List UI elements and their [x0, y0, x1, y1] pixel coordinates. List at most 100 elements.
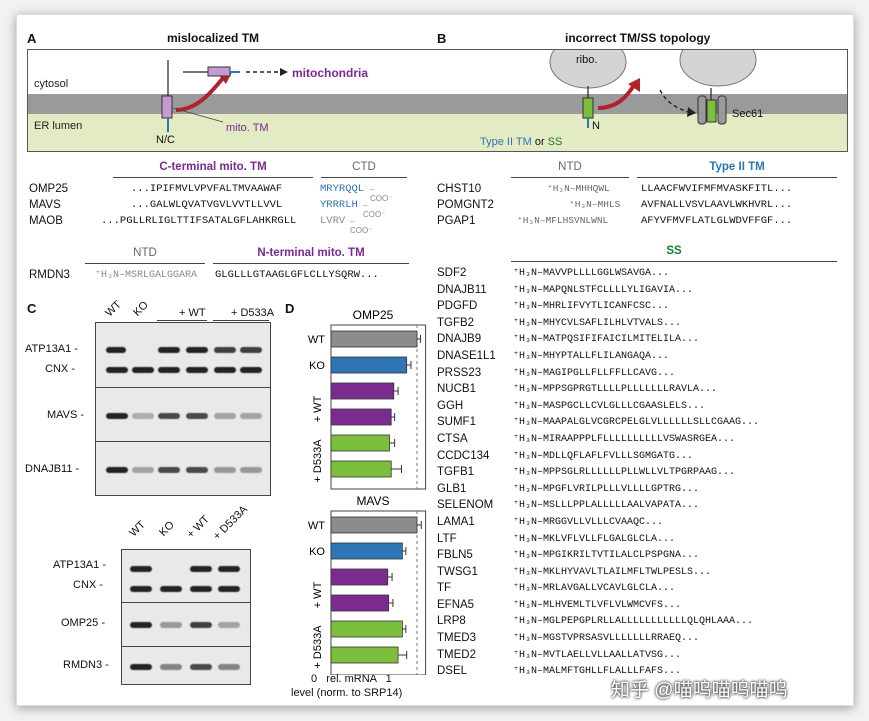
ss-row: GGH ⁺H₃N–MASPGCLLCVLGLLLCGAASLELS... [437, 400, 847, 417]
blot-label-atp13a1-b: ATP13A1 - [53, 559, 106, 571]
bar [330, 646, 399, 664]
er-lumen-label: ER lumen [34, 120, 83, 132]
er-membrane [28, 94, 847, 114]
gene-name: MAOB [29, 215, 63, 227]
ss-row: SELENOM⁺H₃N–MSLLLPPLALLLLLAALVAPATA... [437, 499, 847, 516]
seq-row-rmdn3: RMDN3 ⁺H₃N–MSRLGALGGARA GLGLLLGTAAGLGFLC… [29, 269, 429, 285]
sec61-label: Sec61 [732, 108, 764, 120]
sequence: ...PGLLRLIGLTTIFSATALGFLAHKRGLL [101, 215, 297, 227]
gene-name: DNASE1L1 [437, 349, 496, 362]
gene-name: CHST10 [437, 183, 482, 195]
ss-row: CTSA⁺H₃N–MIRAAPPPLFLLLLLLLLLLVSWASRGEA..… [437, 433, 847, 450]
sequence: ⁺H₃N–MATPQSIFIFAICILMITELILA... [513, 334, 700, 346]
ss-header: SS [666, 245, 682, 257]
x-axis-label-1: 0 rel. mRNA 1 [311, 673, 392, 685]
ss-row: TGFB2⁺H₃N–MHYCVLSAFLILHLVTVALS... [437, 317, 847, 334]
ctd-rule [321, 177, 407, 178]
nterm-seq: ⁺H₃N–MHLS [569, 199, 621, 210]
bar [330, 594, 390, 612]
bar [330, 434, 390, 452]
gene-name: TGFB1 [437, 466, 475, 479]
sequence: ⁺H₃N–MKLVFLVLLFLGALGLCLA... [513, 533, 676, 545]
cterm-rule [113, 177, 313, 178]
nc-label: N/C [156, 134, 175, 146]
bar [330, 568, 389, 586]
gene-name: PDGFD [437, 300, 478, 313]
lane-label: + D533A [211, 503, 251, 543]
lane-bracket [157, 320, 207, 321]
coo-label: –COO⁻ [350, 217, 373, 235]
blot-label-omp25: OMP25 - [61, 617, 106, 629]
mitochondria-label: mitochondria [292, 66, 369, 80]
seq-row: PGAP1 ⁺H₃N–MFLHSVNLWNL AFYVFMVFLATLGLWDV… [437, 215, 847, 231]
lane-label: KO [131, 299, 151, 319]
schematic-box: cytosol ER lumen [27, 49, 848, 152]
typeii-label: Type II TM [480, 136, 532, 148]
bar [330, 542, 403, 560]
ntd-header-a: NTD [133, 247, 157, 259]
sequence: ⁺H₃N–MSLLLPPLALLLLLAALVAPATA... [513, 500, 700, 512]
panel-a-letter: A [27, 31, 37, 46]
ss-rows: SDF2⁺H₃N–MAVVPLLLLGGLWSAVGA...DNAJB11⁺H₃… [437, 267, 847, 682]
gene-name: DSEL [437, 665, 468, 678]
sequence: ⁺H₃N–MRGGVLLVLLLCVAAQC... [513, 516, 664, 528]
coo-label: –COO⁻ [363, 201, 386, 219]
ss-row: TWSG1⁺H₃N–MKLHYVAVLTLAILMFLTWLPESLS... [437, 566, 847, 583]
gene-name: DNAJB11 [437, 283, 487, 296]
category-label: WT [308, 520, 325, 532]
ss-row: LTF ⁺H₃N–MKLVFLVLLFLGALGLCLA... [437, 533, 847, 550]
sequence: AVFNALLVSVLAAVLWKHVRL... [641, 199, 793, 211]
gene-name: LAMA1 [437, 515, 475, 528]
lanes-top: WT KO + WT + D533A [97, 293, 297, 321]
chart-title: MAVS [356, 494, 389, 508]
gene-name: GGH [437, 399, 464, 412]
panel-d-letter: D [285, 301, 295, 316]
x-axis-label-2: level (norm. to SRP14) [291, 687, 403, 699]
sequence: ⁺H₃N–MGSTVPRSASVLLLLLLLRRAEQ... [513, 633, 700, 645]
category-label: + WT [312, 395, 324, 422]
sequence: ⁺H₃N–MALMFTGHLLFLALLLFAFS... [513, 666, 682, 678]
lane-label: WT [127, 518, 148, 540]
sequence: ⁺H₃N–MLHVEMLTLVFLVLWMCVFS... [513, 599, 682, 611]
ss-row: DNAJB11 ⁺H₃N–MAPQNLSTFCLLLLYLIGAVIA... [437, 284, 847, 301]
sequence: ⁺H₃N–MHRLIFVYTLICANFCSC... [513, 301, 670, 313]
lane-label: + WT [184, 513, 212, 541]
gene-name: NUCB1 [437, 383, 476, 396]
bar [330, 382, 395, 400]
sequence: ⁺H₃N–MAPQNLSTFCLLLLYLIGAVIA... [513, 284, 694, 296]
nterm-seq: ⁺H₃N–MSRLGALGGARA [95, 270, 198, 281]
sequence: ⁺H₃N–MGLPEPGPLRLLALLLLLLLLLLLQLQHLAAA... [513, 616, 754, 628]
typeii-header: Type II TM [709, 161, 765, 173]
ss-row: LAMA1 ⁺H₃N–MRGGVLLVLLLCVAAQC... [437, 516, 847, 533]
ss-row: NUCB1⁺H₃N–MPPSGPRGTLLLLPLLLLLLLRAVLA... [437, 383, 847, 400]
ntd-header-b: NTD [558, 161, 582, 173]
nterm-rule [213, 263, 409, 264]
or-label: or [534, 136, 545, 148]
ss-row: CCDC134⁺H₃N–MDLLQFLAFLFVLLLSGMGATG... [437, 450, 847, 467]
seq-row: CHST10 ⁺H₃N–MHHQWL LLAACFWVIFMFMVASKFITL… [437, 183, 847, 199]
ss-label: SS [547, 136, 563, 148]
category-label: + D533A [312, 439, 324, 483]
blot-label-dnajb11: DNAJB11 - [25, 463, 80, 475]
mito-tm-label: mito. TM [226, 122, 269, 134]
nterm-header: N-terminal mito. TM [257, 247, 365, 259]
sequence: ⁺H₃N–MRLAVGALLVCAVLGLCLA... [513, 583, 676, 595]
bar [330, 460, 392, 478]
sequence: AFYVFMVFLATLGLWDVFFGF... [641, 215, 793, 227]
gene-name: LTF [437, 532, 457, 545]
ntd-rule-b [511, 177, 629, 178]
nterm-seq: ⁺H₃N–MHHQWL [547, 183, 610, 194]
nterm-seq: ⁺H₃N–MFLHSVNLWNL [517, 215, 609, 226]
western-blot-bottom [121, 549, 251, 685]
seq-row: POMGNT2 ⁺H₃N–MHLS AVFNALLVSVLAAVLWKHVRL.… [437, 199, 847, 215]
gene-name: EFNA5 [437, 598, 475, 611]
sequence: ⁺H₃N–MDLLQFLAFLFVLLLSGMGATG... [513, 450, 694, 462]
category-label: + WT [312, 581, 324, 608]
sequence: ...IPIFMVLVPVFALTMVAAWAF [131, 183, 283, 195]
ss-row: FBLN5⁺H₃N–MPGIKRILTVTILALCLPSPGNA... [437, 549, 847, 566]
gene-name: TWSG1 [437, 565, 478, 578]
sequence: ⁺H₃N–MPGFLVRILPLLLVLLLLGPTRG... [513, 483, 700, 495]
blot-label-mavs: MAVS - [47, 409, 85, 421]
sequence: ⁺H₃N–MASPGCLLCVLGLLLCGAASLELS... [513, 400, 706, 412]
coo-label: –COO⁻ [370, 185, 393, 203]
